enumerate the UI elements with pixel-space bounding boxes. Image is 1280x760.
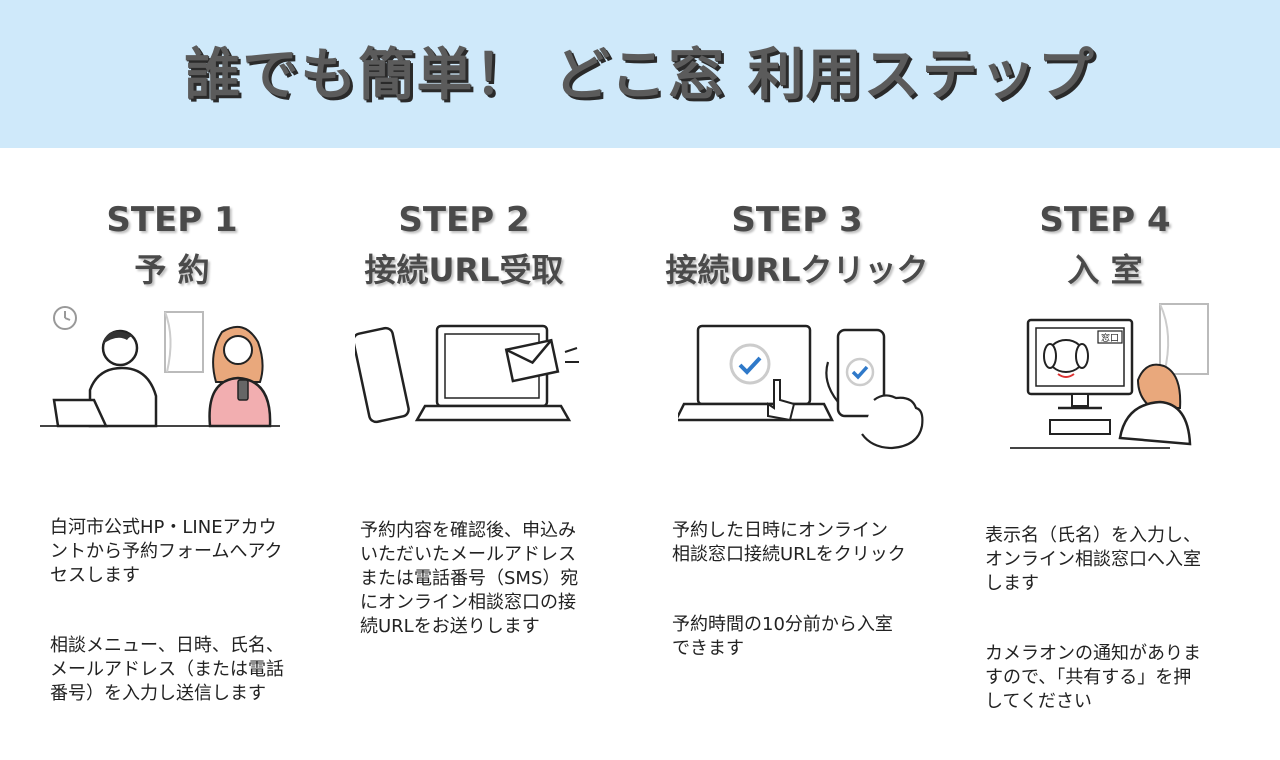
step-4-paragraph-2: カメラオンの通知がありま すので、「共有する」を押 してください	[985, 642, 1255, 714]
step-3-heading: STEP 3 接続URLクリック	[647, 200, 947, 300]
two-people-laptop-phone-icon	[40, 300, 290, 450]
laptop-phone-mail-icon	[355, 320, 585, 430]
step-3-label: STEP 3	[647, 200, 947, 240]
header-banner: 誰でも簡単！ どこ窓 利用ステップ	[0, 0, 1280, 148]
step-4-label: STEP 4	[955, 200, 1255, 240]
step-4-paragraph-1: 表示名（氏名）を入力し、 オンライン相談窓口へ入室 します	[985, 524, 1255, 596]
step-1-paragraph-1: 白河市公式HP・LINEアカウ ントから予約フォームへアク セスします	[50, 516, 320, 588]
step-1-paragraph-2: 相談メニュー、日時、氏名、 メールアドレス（または電話 番号）を入力し送信します	[50, 634, 320, 706]
page-title: 誰でも簡単！ どこ窓 利用ステップ	[0, 30, 1280, 111]
laptop-phone-check-tap-icon	[678, 322, 940, 450]
step-2-heading: STEP 2 接続URL受取	[314, 200, 614, 300]
monitor-badge-label: 窓口	[1101, 332, 1119, 344]
step-4-name: 入 室	[955, 240, 1255, 300]
step-3-description: 予約した日時にオンライン 相談窓口接続URLをクリック 予約時間の10分前から入…	[672, 495, 942, 707]
step-2-paragraph-1: 予約内容を確認後、申込み いただいたメールアドレス または電話番号（SMS）宛 …	[360, 519, 620, 639]
step-3-name: 接続URLクリック	[647, 240, 947, 300]
step-2-label: STEP 2	[314, 200, 614, 240]
step-2-description: 予約内容を確認後、申込み いただいたメールアドレス または電話番号（SMS）宛 …	[360, 495, 620, 685]
step-1-label: STEP 1	[22, 200, 322, 240]
video-call-monitor-icon: 窓口	[1010, 298, 1230, 458]
step-2-name: 接続URL受取	[314, 240, 614, 300]
step-4-description: 表示名（氏名）を入力し、 オンライン相談窓口へ入室 します カメラオンの通知があ…	[985, 500, 1255, 760]
step-3-paragraph-1: 予約した日時にオンライン 相談窓口接続URLをクリック	[672, 519, 942, 567]
step-1-heading: STEP 1 予 約	[22, 200, 322, 300]
step-3-paragraph-2: 予約時間の10分前から入室 できます	[672, 613, 942, 661]
step-1-name: 予 約	[22, 240, 322, 300]
step-4-heading: STEP 4 入 室	[955, 200, 1255, 300]
step-1-description: 白河市公式HP・LINEアカウ ントから予約フォームへアク セスします 相談メニ…	[50, 492, 320, 752]
